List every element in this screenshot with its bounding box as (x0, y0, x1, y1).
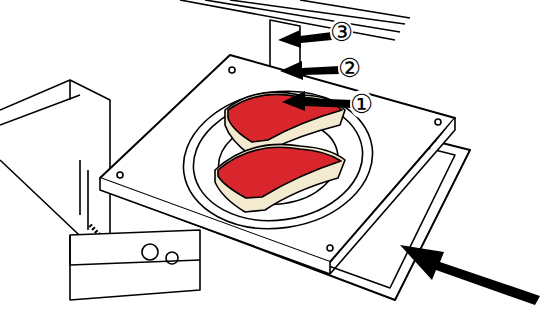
grate-ring (185, 89, 370, 231)
callout-number: ② (338, 54, 361, 82)
screw (229, 67, 235, 73)
side-bracket (0, 80, 110, 250)
tray-plate (100, 55, 455, 262)
screw (327, 245, 333, 251)
knob (142, 244, 158, 260)
knob (166, 252, 178, 264)
level-arrow (278, 30, 540, 305)
callout-number: ① (350, 90, 373, 118)
callout-number: ③ (330, 18, 353, 46)
base-edge (70, 235, 200, 265)
grate-ring (174, 79, 381, 240)
screw (435, 119, 441, 125)
steak (215, 144, 345, 212)
screw (117, 172, 123, 178)
bracket-line (0, 80, 88, 230)
base-slab (70, 230, 200, 300)
